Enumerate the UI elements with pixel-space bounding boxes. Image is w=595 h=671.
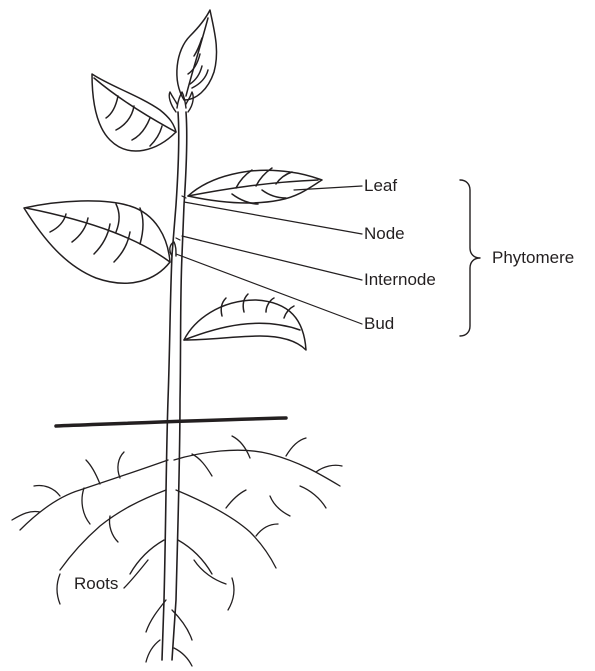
phytomere-label: Phytomere (492, 248, 574, 268)
lower-right-leaf (184, 294, 306, 350)
top-leaf (177, 10, 217, 100)
leaf-leader (294, 186, 362, 190)
internode-label: Internode (364, 270, 436, 290)
stem (162, 112, 187, 660)
left-upper-leaf (92, 74, 176, 151)
node-label: Node (364, 224, 405, 244)
bud-label: Bud (364, 314, 394, 334)
left-large-leaf (24, 201, 170, 283)
bud-leader (176, 254, 362, 324)
ground-line (56, 418, 286, 426)
node-leader (184, 202, 362, 234)
roots-label: Roots (74, 574, 118, 594)
leaf-right-upper (188, 168, 322, 204)
leaf-label: Leaf (364, 176, 397, 196)
internode-leader (182, 236, 362, 280)
phytomere-bracket (460, 180, 480, 336)
